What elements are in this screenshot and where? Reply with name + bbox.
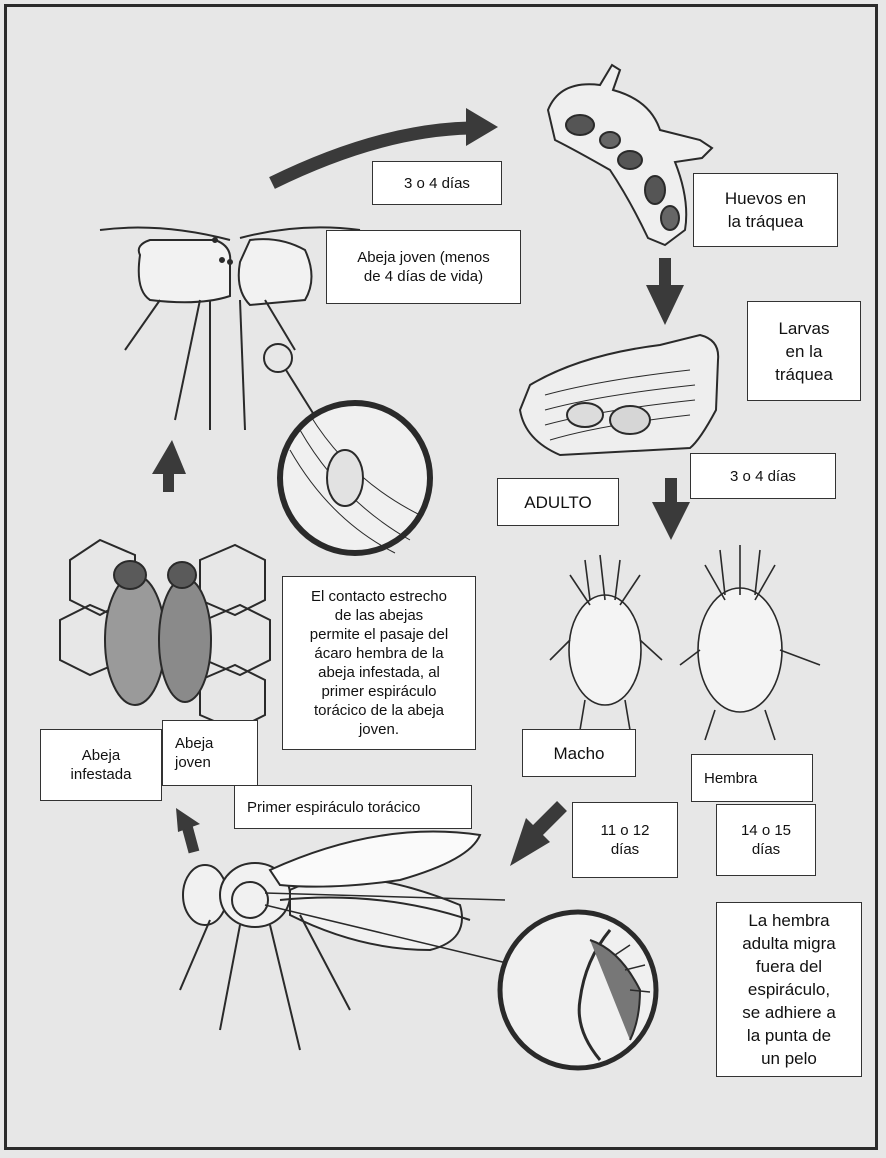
arrow-down-eggs-to-larvae — [646, 258, 684, 325]
label-infested-bee: Abeja infestada — [40, 729, 162, 801]
label-adult: ADULTO — [497, 478, 619, 526]
bees-on-comb-drawing — [60, 540, 270, 730]
label-female: Hembra — [691, 754, 813, 802]
adult-bee-drawing — [180, 832, 515, 1050]
label-eggs-in-trachea: Huevos en la tráquea — [693, 173, 838, 247]
arrow-down-larvae-to-adult — [652, 478, 690, 540]
label-young-bee-age: Abeja joven (menos de 4 días de vida) — [326, 230, 521, 304]
arrow-diagonal-adult-to-bee — [510, 806, 562, 866]
label-3-4-days-top: 3 o 4 días — [372, 161, 502, 205]
label-larvae-in-trachea: Larvas en la tráquea — [747, 301, 861, 401]
trachea-eggs-drawing — [548, 65, 712, 245]
label-3-4-days-mid: 3 o 4 días — [690, 453, 836, 499]
label-first-spiracle: Primer espiráculo torácico — [234, 785, 472, 829]
arrow-up-bee-to-infested — [176, 808, 200, 852]
female-mite-drawing — [680, 545, 820, 740]
label-11-12-days: 11 o 12 días — [572, 802, 678, 878]
trachea-larvae-drawing — [520, 335, 718, 455]
label-female-migrates: La hembra adulta migra fuera del espirác… — [716, 902, 862, 1077]
label-14-15-days: 14 o 15 días — [716, 804, 816, 876]
young-bee-head-drawing — [100, 227, 360, 430]
mite-in-trachea-zoom — [280, 403, 430, 553]
label-young-bee: Abeja joven — [162, 720, 258, 786]
mite-on-hair-zoom — [500, 912, 656, 1068]
label-male: Macho — [522, 729, 636, 777]
male-mite-drawing — [550, 555, 662, 730]
label-contact-explanation: El contacto estrecho de las abejas permi… — [282, 576, 476, 750]
arrow-up-bees-to-young — [152, 440, 186, 492]
